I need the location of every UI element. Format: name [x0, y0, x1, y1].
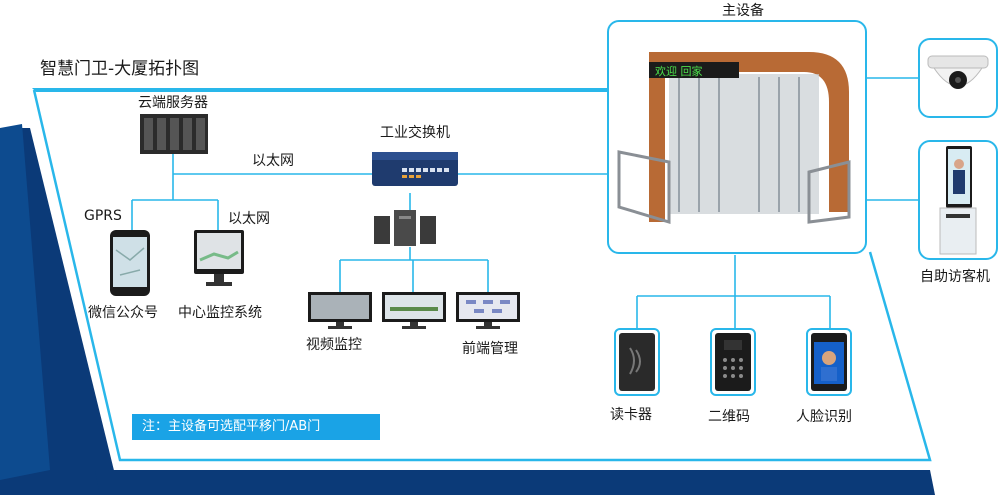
desktop-monitor-icon	[194, 230, 244, 286]
network-switch-icon	[372, 152, 458, 186]
frontend-monitor-icon	[456, 292, 520, 329]
camera-box	[918, 38, 998, 118]
face-recognition-box	[806, 328, 852, 396]
video-monitor-icon	[308, 292, 372, 329]
face-terminal-icon	[811, 333, 847, 391]
central-monitor-label: 中心监控系统	[178, 305, 262, 321]
ethernet-label-left: 以太网	[228, 211, 270, 227]
monitor-icon	[382, 292, 446, 329]
card-reader-label: 读卡器	[610, 407, 652, 423]
server-cluster-icon	[374, 210, 436, 246]
note-banner: 注：主设备可选配平移门/AB门	[132, 414, 380, 440]
frontend-mgmt-label: 前端管理	[462, 341, 518, 357]
kiosk-box	[918, 140, 998, 260]
main-device-box: 欢迎 回家	[607, 20, 867, 254]
video-monitor-label: 视频监控	[306, 337, 362, 353]
ethernet-label-top: 以太网	[252, 153, 294, 169]
qr-keypad-icon	[715, 333, 751, 391]
face-recognition-label: 人脸识别	[796, 409, 852, 425]
diagram-title: 智慧门卫-大厦拓扑图	[40, 59, 200, 79]
wechat-label: 微信公众号	[88, 305, 158, 321]
kiosk-label: 自助访客机	[920, 269, 990, 285]
gate-sign-text: 欢迎 回家	[655, 64, 703, 78]
dome-camera-icon	[927, 55, 989, 89]
qr-reader-box	[710, 328, 756, 396]
smartphone-icon	[110, 230, 150, 296]
card-reader-box	[614, 328, 660, 396]
gate-kiosk-icon: 欢迎 回家	[617, 52, 851, 225]
gprs-label: GPRS	[84, 208, 122, 224]
switch-label: 工业交换机	[380, 125, 450, 141]
qr-reader-label: 二维码	[708, 409, 750, 425]
cloud-server-label: 云端服务器	[138, 95, 208, 111]
main-device-label: 主设备	[722, 3, 764, 19]
visitor-kiosk-icon	[939, 146, 977, 255]
card-reader-icon	[619, 333, 655, 391]
server-rack-icon	[140, 114, 208, 154]
